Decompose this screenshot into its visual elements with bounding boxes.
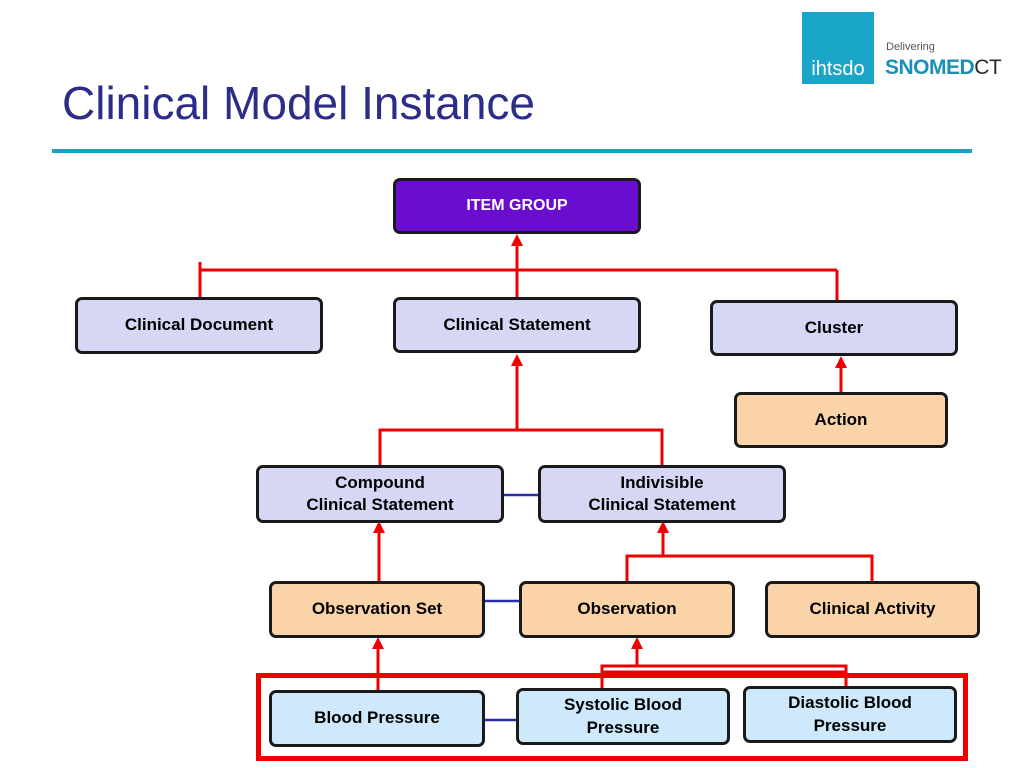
logo-tagline: Delivering <box>886 41 935 53</box>
ihtsdo-logo: ihtsdo <box>802 12 874 84</box>
node-action[interactable]: Action <box>734 392 948 448</box>
title-divider <box>52 149 972 153</box>
snomed-ct-logo: SNOMEDCT <box>885 56 1002 80</box>
node-label: Clinical Statement <box>443 314 591 334</box>
snomed-logo-main: SNOMED <box>885 56 975 79</box>
node-label: Observation <box>577 599 677 619</box>
node-item-group[interactable]: ITEM GROUP <box>393 178 641 234</box>
node-compound-clinical-statement[interactable]: Compound Clinical Statement <box>256 465 504 523</box>
node-observation-set[interactable]: Observation Set <box>269 581 485 638</box>
snomed-logo-suffix: CT <box>974 56 1002 79</box>
node-label: Compound Clinical Statement <box>306 472 454 514</box>
ihtsdo-logo-text: ihtsdo <box>811 58 865 80</box>
node-label: Systolic Blood Pressure <box>563 695 683 737</box>
node-label: Blood Pressure <box>314 708 440 728</box>
node-label: Clinical Activity <box>809 599 936 619</box>
connector-indivisible-split <box>625 554 874 582</box>
node-observation[interactable]: Observation <box>519 581 735 638</box>
node-clinical-statement[interactable]: Clinical Statement <box>393 297 641 353</box>
node-label: Observation Set <box>311 599 443 619</box>
node-cluster[interactable]: Cluster <box>710 300 958 356</box>
blood-pressure-instance-group <box>256 673 968 761</box>
node-diastolic-blood-pressure[interactable]: Diastolic Blood Pressure <box>743 686 957 743</box>
node-clinical-activity[interactable]: Clinical Activity <box>765 581 980 638</box>
node-systolic-blood-pressure[interactable]: Systolic Blood Pressure <box>516 688 730 745</box>
node-label: Action <box>814 409 868 429</box>
node-blood-pressure[interactable]: Blood Pressure <box>269 690 485 747</box>
node-label: Cluster <box>804 317 864 337</box>
node-label: Clinical Document <box>124 315 274 335</box>
node-indivisible-clinical-statement[interactable]: Indivisible Clinical Statement <box>538 465 786 523</box>
connector-statement-split <box>378 428 664 466</box>
slide-title: Clinical Model Instance <box>62 77 536 129</box>
node-clinical-document[interactable]: Clinical Document <box>75 297 323 354</box>
node-label: Indivisible Clinical Statement <box>588 472 736 514</box>
node-label: Diastolic Blood Pressure <box>788 693 912 735</box>
node-label: ITEM GROUP <box>466 196 568 214</box>
